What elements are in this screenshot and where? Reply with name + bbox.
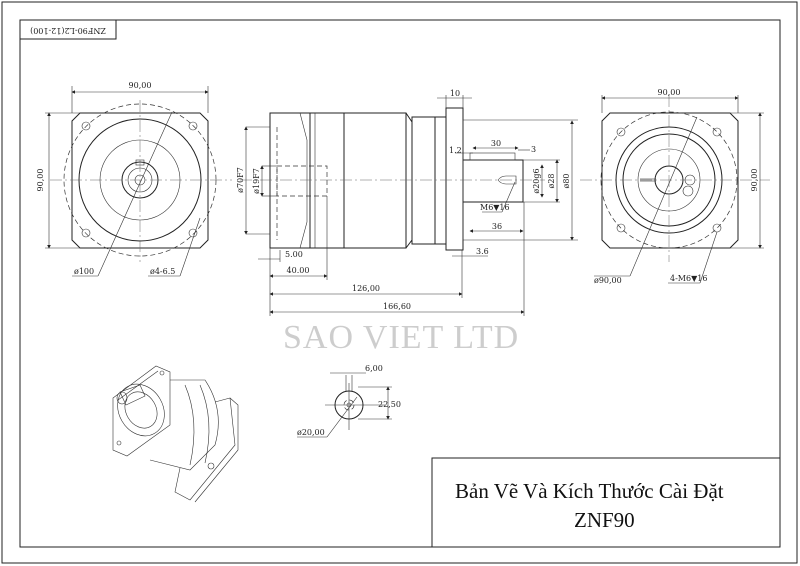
- tap-dim: M6▼16: [480, 203, 510, 212]
- d70-dim: ø70F7: [236, 167, 245, 193]
- title-line-1: Bản Vẽ Và Kích Thước Cài Đặt: [455, 479, 724, 503]
- d126-dim: 126,00: [352, 284, 380, 293]
- key-section-view: [297, 372, 392, 438]
- d19-dim: ø19F7: [252, 168, 261, 194]
- watermark: SAO VIET LTD: [283, 319, 519, 356]
- d80-dim: ø80: [562, 174, 571, 189]
- rear-view: [580, 95, 770, 284]
- shaft-diameter-dim: ø20g6: [532, 168, 541, 193]
- d40-dim: 40.00: [287, 266, 310, 275]
- rear-holes-dim: 4-M6▼16: [670, 274, 707, 283]
- title-block: [431, 457, 781, 548]
- drawing-code: ZNF90-L2(12-100): [30, 26, 106, 35]
- front-holes-dim: ø4-6.5: [150, 267, 175, 276]
- d28-dim: ø28: [547, 174, 556, 189]
- d5-dim: 5.00: [285, 250, 303, 259]
- front-height-dim: 90,00: [36, 169, 45, 192]
- isometric-view: [112, 365, 239, 503]
- title-line-2: ZNF90: [574, 508, 635, 532]
- shaft-length-dim: 36: [492, 222, 502, 231]
- key-height-dim: 22,50: [378, 400, 401, 409]
- rear-height-dim: 90,00: [750, 169, 759, 192]
- rear-pcd-dim: ø90,00: [594, 276, 622, 285]
- front-width-dim: 90,00: [129, 81, 152, 90]
- front-pcd-dim: ø100: [74, 267, 94, 276]
- side-view: [240, 95, 578, 316]
- inner-frame: [19, 19, 781, 548]
- code-box: [19, 19, 117, 40]
- key-length-dim: 30: [491, 139, 501, 148]
- d166-dim: 166,60: [383, 302, 411, 311]
- front-view: [45, 86, 232, 277]
- flange-thickness-dim: 10: [450, 89, 460, 98]
- rear-width-dim: 90,00: [658, 88, 681, 97]
- spigot-dim: 3.6: [476, 247, 489, 256]
- shaft-gap-dim: 1.2: [449, 146, 462, 155]
- key-diameter-dim: ø20,00: [297, 428, 325, 437]
- key-width-dim: 6,00: [365, 364, 383, 373]
- key-offset-dim: 3: [531, 145, 536, 154]
